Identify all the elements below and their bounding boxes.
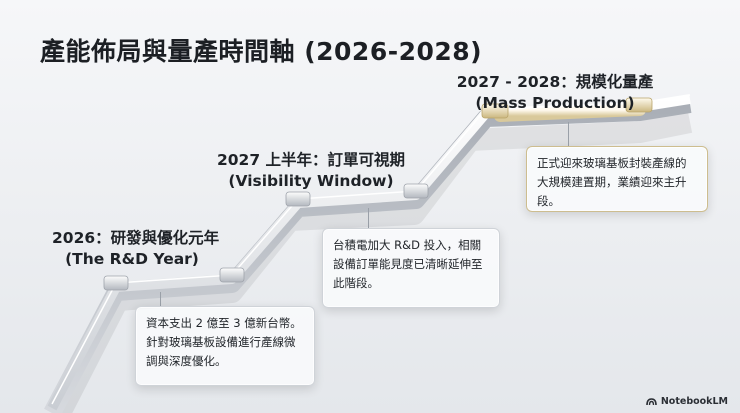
phase-2027-description: 台積電加大 R&D 投入，相關設備訂單能見度已清晰延伸至此階段。 — [333, 238, 483, 290]
phase-2028-title: 2027 - 2028：規模化量產 — [456, 73, 654, 91]
joint-node-2027-start — [285, 191, 311, 207]
phase-2028-description: 正式迎來玻璃基板封裝產線的大規模建置期，業績迎來主升段。 — [537, 156, 687, 208]
phase-2026-connector — [160, 292, 161, 306]
joint-node-2026-end — [219, 267, 245, 283]
mass-production-beam — [494, 104, 646, 122]
phase-2026-card: 資本支出 2 億至 3 億新台幣。針對玻璃基板設備進行產線微調與深度優化。 — [135, 306, 315, 386]
joint-node-2028-end — [625, 97, 653, 113]
phase-2028-card: 正式迎來玻璃基板封裝產線的大規模建置期，業績迎來主升段。 — [526, 146, 708, 212]
phase-2026-label: 2026：研發與優化元年 (The R&D Year) — [52, 228, 220, 270]
phase-2028-label: 2027 - 2028：規模化量產 (Mass Production) — [455, 72, 655, 114]
phase-2027-connector — [368, 208, 369, 228]
joint-node-2028-start — [481, 103, 509, 119]
phase-2026-title: 2026：研發與優化元年 — [52, 229, 220, 247]
phase-2027-card: 台積電加大 R&D 投入，相關設備訂單能見度已清晰延伸至此階段。 — [322, 228, 500, 308]
phase-2026-description: 資本支出 2 億至 3 億新台幣。針對玻璃基板設備進行產線微調與深度優化。 — [146, 316, 302, 368]
notebooklm-badge: NotebookLM — [646, 396, 728, 407]
staircase-beam-edge — [51, 94, 691, 405]
notebooklm-badge-text: NotebookLM — [660, 396, 728, 407]
phase-2027-title: 2027 上半年：訂單可視期 — [216, 151, 406, 169]
phase-2027-subtitle: (Visibility Window) — [228, 172, 394, 190]
notebooklm-logo-icon — [646, 397, 657, 405]
page-title: 產能佈局與量產時間軸 (2026-2028) — [40, 37, 483, 66]
joint-node-2026-start — [103, 275, 129, 291]
phase-2026-subtitle: (The R&D Year) — [65, 250, 199, 268]
phase-2028-connector — [568, 122, 569, 146]
joint-node-2027-end — [403, 183, 429, 199]
phase-2028-subtitle: (Mass Production) — [475, 94, 635, 112]
phase-2027-label: 2027 上半年：訂單可視期 (Visibility Window) — [216, 150, 406, 192]
